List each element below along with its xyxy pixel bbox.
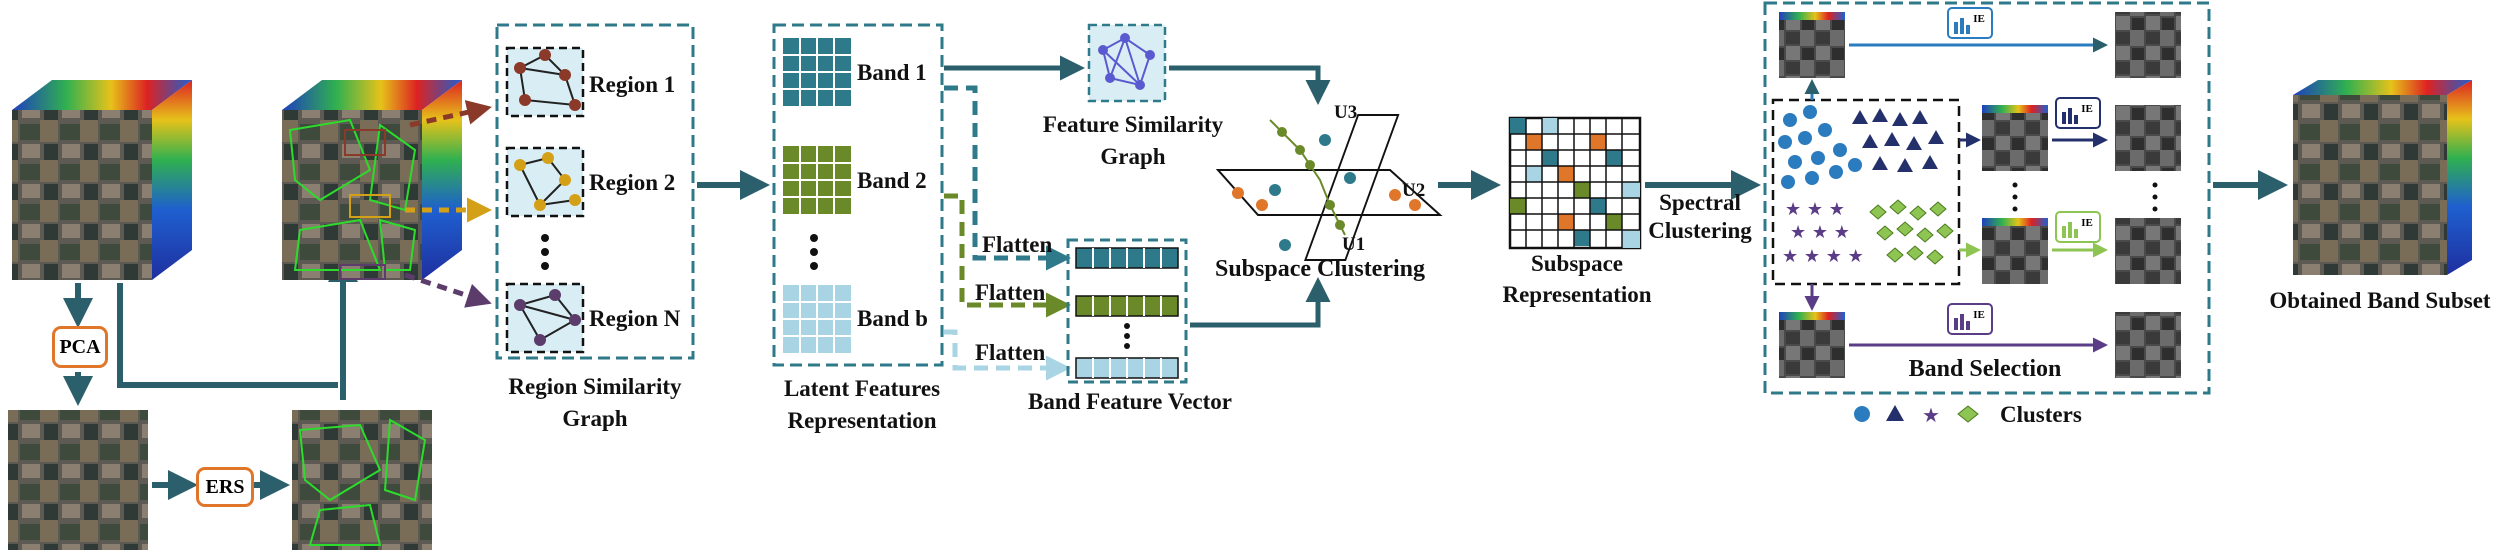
region-n-graph [505,282,585,354]
region-ellipsis [541,234,549,270]
u2-label: U2 [1402,180,1425,201]
region-graph-title-1: Region Similarity [508,374,682,399]
band-selection-label: Band Selection [1909,356,2062,382]
star-marker-icon: ★ [1922,403,1940,427]
band-1-label: Band 1 [857,60,927,85]
output-band-4 [2115,312,2181,378]
band-b-label: Band b [857,306,928,331]
svg-text:★ ★ ★: ★ ★ ★ [1785,199,1845,220]
band-feature-vector-label: Band Feature Vector [1028,389,1232,414]
pca-pill: PCA [52,326,108,368]
region-n-label: Region N [589,306,681,331]
region-2-label: Region 2 [589,170,675,195]
ers-label: ERS [205,475,245,498]
band-selection-box [1763,1,2211,395]
circle-marker-icon [1854,406,1870,422]
ie-badge-2: IE [2055,97,2101,129]
pca-image [8,410,148,550]
region-graph-title-2: Graph [562,406,627,431]
ie-badge-4: IE [1947,303,1993,335]
ie-label-4: IE [1973,309,1985,321]
pca-label: PCA [59,335,101,358]
obtained-band-subset-cube [2293,80,2472,275]
cluster-points: ★ ★ ★ ★ ★ ★ ★ ★ ★ ★ [1778,105,1954,267]
region-graph-box [495,23,695,360]
cluster-scatter-area [1771,98,1961,286]
latent-title-1: Latent Features [784,376,940,401]
band-ellipsis [810,234,818,270]
segmented-cube-icon [282,80,462,280]
fsg-title-1: Feature Similarity [1043,112,1224,137]
region-1-label: Region 1 [589,72,675,97]
output-band-3 [2115,218,2181,284]
band-b-grid [783,285,851,353]
subspace-clustering-illustration [1215,114,1443,261]
flatten-label-2: Flatten [975,280,1045,305]
selected-band-1 [1779,12,1845,78]
diamond-marker-icon [1957,405,1979,423]
region-1-graph [505,46,585,118]
hsi-cube-icon [12,80,192,280]
selected-band-3 [1982,218,2048,284]
svg-text:★ ★ ★: ★ ★ ★ [1790,222,1850,243]
output-band-1 [2115,12,2181,78]
band-feature-vector-box [1066,238,1188,384]
selected-band-2 [1982,105,2048,171]
obtained-label: Obtained Band Subset [2269,288,2490,313]
band-2-grid [783,146,851,214]
clusters-label: Clusters [2000,402,2082,427]
ers-pill: ERS [196,467,254,507]
subspace-rep-title-1: Subspace [1531,251,1623,276]
feature-similarity-graph-icon [1087,23,1167,103]
region-2-graph [505,146,585,218]
spectral-title-2: Clustering [1648,218,1752,243]
subspace-clustering-label: Subspace Clustering [1215,256,1425,282]
ers-segmentation-image [292,410,432,550]
ie-label-2: IE [2081,103,2093,115]
fsg-title-2: Graph [1100,144,1165,169]
feature-vector-rows [1075,247,1179,379]
subspace-rep-title-2: Representation [1502,282,1651,307]
triangle-marker-icon [1886,405,1904,421]
flatten-label-3: Flatten [975,340,1045,365]
ie-badge-3: IE [2055,211,2101,243]
band-2-label: Band 2 [857,168,927,193]
ie-badge-1: IE [1947,7,1993,39]
band-1-grid [783,38,851,106]
spectral-title-1: Spectral [1659,190,1741,215]
cluster-legend: ★ Clusters [1854,402,2082,427]
subspace-representation-matrix [1508,116,1642,250]
ie-label-1: IE [1973,13,1985,25]
selected-band-4 [1779,312,1845,378]
svg-text:★ ★ ★ ★: ★ ★ ★ ★ [1782,246,1864,267]
latent-features-box [772,23,944,367]
flatten-label-1: Flatten [982,232,1052,257]
u3-label: U3 [1334,102,1357,123]
selection-ellipsis [2012,182,2158,212]
u1-label: U1 [1342,234,1365,255]
output-band-2 [2115,105,2181,171]
latent-title-2: Representation [787,408,936,433]
ie-label-3: IE [2081,217,2093,229]
